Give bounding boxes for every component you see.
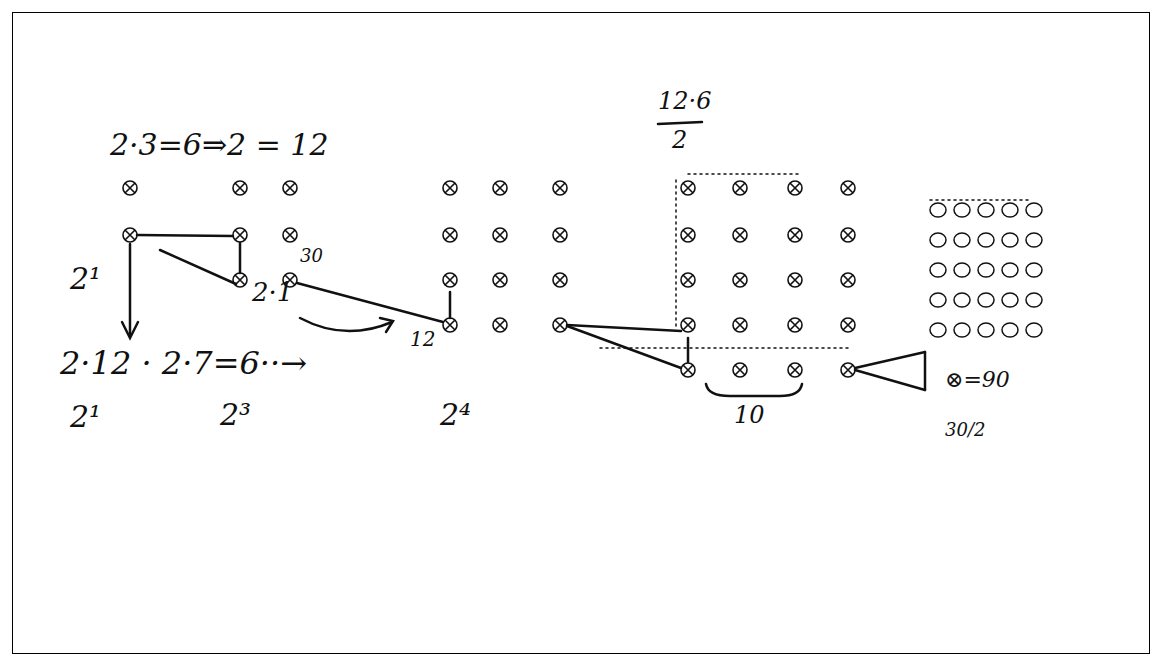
plain-circle <box>954 293 970 307</box>
handwritten-note: 12 <box>410 328 435 350</box>
cross-circle <box>733 273 747 287</box>
cross-circle <box>283 181 297 195</box>
bracket <box>706 384 802 396</box>
cross-circle <box>443 181 457 195</box>
plain-circle <box>954 203 970 217</box>
dotted-guide <box>600 174 850 348</box>
cross-circle <box>788 228 802 242</box>
cross-circle <box>553 273 567 287</box>
cross-circle <box>841 363 855 377</box>
cross-circle <box>123 181 137 195</box>
handwritten-note: 2⁴ <box>440 398 471 431</box>
cross-circle <box>681 363 695 377</box>
cross-circle <box>553 181 567 195</box>
handwritten-note: 2·3=6⇒2 = 12 <box>110 128 329 161</box>
cross-circle <box>233 181 247 195</box>
cross-circle <box>443 273 457 287</box>
cross-circle <box>443 318 457 332</box>
sketch-line <box>855 352 925 368</box>
handwritten-note: 2 <box>672 127 687 153</box>
plain-circle <box>1002 233 1018 247</box>
plain-circle <box>954 323 970 337</box>
sketch-arrow <box>129 244 132 336</box>
cross-circle <box>681 228 695 242</box>
cross-circle <box>553 228 567 242</box>
plain-circle <box>978 203 994 217</box>
plain-circle <box>1002 293 1018 307</box>
plain-circle <box>930 203 946 217</box>
cross-circle <box>681 181 695 195</box>
handwritten-note: 2·1 <box>252 278 293 307</box>
plain-circle <box>1026 203 1042 217</box>
handwritten-note: 30 <box>300 246 323 266</box>
cross-circle <box>733 228 747 242</box>
plain-circle <box>1002 263 1018 277</box>
cross-circle <box>493 273 507 287</box>
dotted-guide <box>930 199 1032 201</box>
plain-circle <box>1026 233 1042 247</box>
sketch-line <box>855 370 925 390</box>
plain-circle <box>978 293 994 307</box>
cross-circle <box>788 318 802 332</box>
plain-circle <box>1026 263 1042 277</box>
cross-circle <box>788 181 802 195</box>
sketch-line <box>924 352 927 390</box>
cross-circle <box>681 318 695 332</box>
cross-circle <box>493 228 507 242</box>
arrow-head <box>122 322 138 338</box>
cross-circle <box>841 318 855 332</box>
plain-circle <box>930 233 946 247</box>
handwritten-note: 2·12 · 2·7=6··→ <box>60 346 307 381</box>
handwritten-note: 2¹ <box>70 262 101 295</box>
plain-circle <box>1026 293 1042 307</box>
sketch-line <box>449 292 452 318</box>
cross-circle <box>733 318 747 332</box>
cross-circle <box>788 363 802 377</box>
cross-circle <box>841 273 855 287</box>
handwritten-note: ⊗=90 <box>945 368 1010 392</box>
handwritten-note: 10 <box>734 402 765 428</box>
plain-circle <box>954 263 970 277</box>
cross-circle <box>733 363 747 377</box>
plain-circle <box>978 323 994 337</box>
curved-arrow <box>300 318 392 331</box>
cross-circle <box>788 273 802 287</box>
arrow-head <box>380 318 393 332</box>
handwritten-note: 2¹ <box>70 400 101 433</box>
plain-circle <box>1002 203 1018 217</box>
cross-circle <box>283 228 297 242</box>
plain-circle <box>930 323 946 337</box>
plain-circle <box>954 233 970 247</box>
sketch-line <box>137 235 233 236</box>
sketch-line <box>297 283 443 322</box>
sketch-line <box>160 250 236 284</box>
cross-circle <box>841 181 855 195</box>
cross-circle <box>841 228 855 242</box>
sketch-line <box>567 326 681 368</box>
cross-circle <box>681 273 695 287</box>
plain-circle <box>930 293 946 307</box>
plain-circle <box>1026 323 1042 337</box>
fraction-bar <box>658 122 702 124</box>
sketch-line <box>687 338 690 362</box>
cross-circle <box>443 228 457 242</box>
sketch-line <box>567 325 681 331</box>
cross-circle <box>733 181 747 195</box>
plain-circle <box>978 263 994 277</box>
plain-circle <box>930 263 946 277</box>
plain-circle <box>978 233 994 247</box>
cross-circle <box>493 318 507 332</box>
cross-circle <box>233 273 247 287</box>
plain-circle <box>1002 323 1018 337</box>
handwritten-note: 30/2 <box>945 420 985 440</box>
sketch-line <box>239 243 242 273</box>
cross-circle <box>123 228 137 242</box>
cross-circle <box>233 228 247 242</box>
cross-circle <box>553 318 567 332</box>
cross-circle <box>493 181 507 195</box>
handwritten-note: 2³ <box>220 398 251 431</box>
handwritten-note: 12·6 <box>658 88 711 114</box>
